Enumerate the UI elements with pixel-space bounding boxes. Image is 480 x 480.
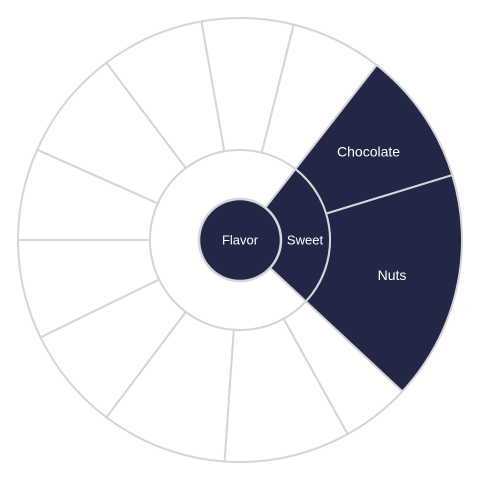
center-node[interactable]: Flavor: [197, 197, 283, 283]
center-label: Flavor: [222, 232, 259, 247]
segment-label: Sweet: [287, 232, 324, 247]
segment-label: Chocolate: [337, 143, 400, 159]
outer-ring: [16, 17, 463, 463]
inner-ring: [149, 149, 331, 331]
segment-label: Nuts: [378, 267, 407, 283]
center-disc[interactable]: [197, 197, 283, 283]
